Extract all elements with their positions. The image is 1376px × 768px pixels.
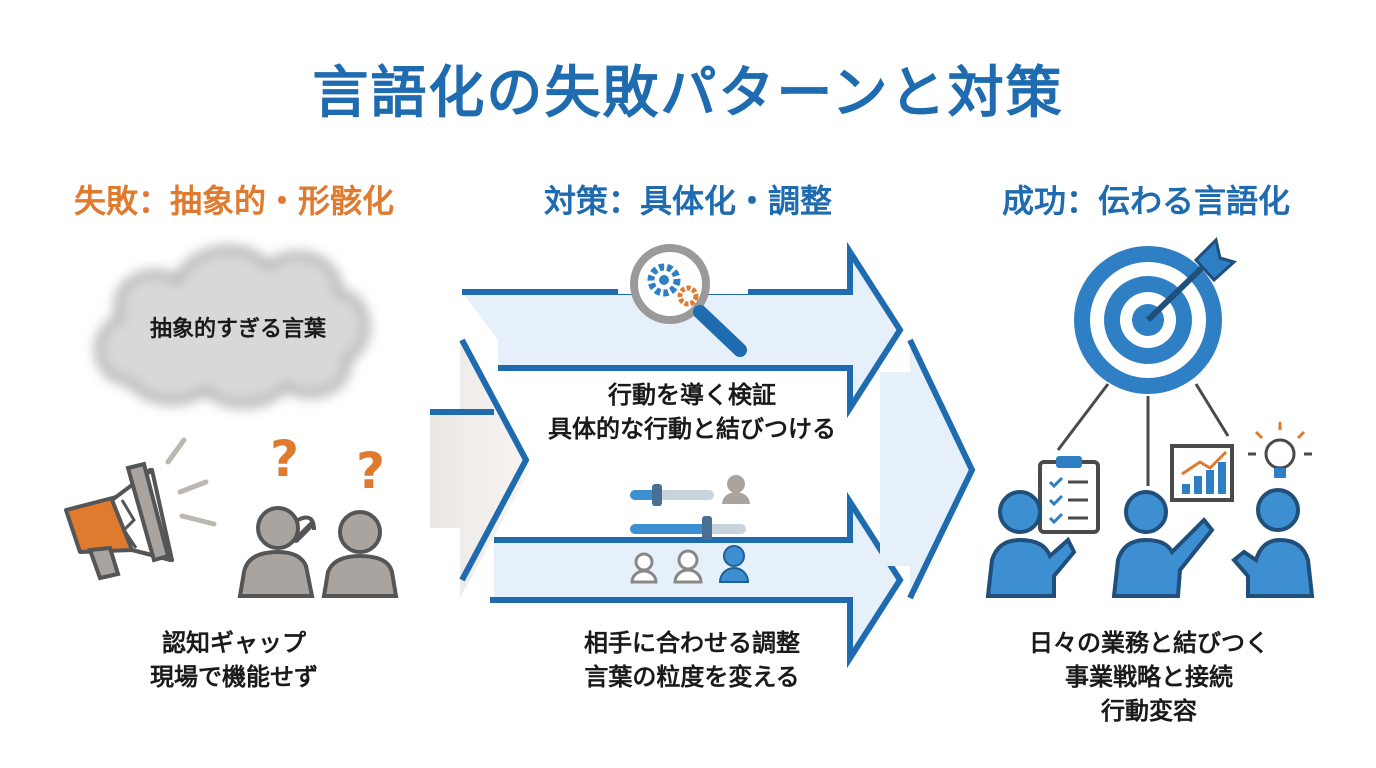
person-icon [321,510,399,598]
upper-arrow [459,241,904,582]
megaphone-icon [64,437,217,581]
success-caption-line: 日々の業務と結びつく [1029,629,1269,657]
magnifier-gears-icon [618,244,748,357]
target-arrow-icon [1074,237,1238,394]
failure-caption-line: 認知ギャップ [162,629,306,657]
cloud-label: 抽象的すぎる言葉 [149,317,326,342]
success-caption-line: 事業戦略と接続 [1065,663,1233,691]
upper-caption-line: 具体的な行動と結びつける [548,415,836,443]
confused-person-icon [237,506,316,598]
success-heading: 成功：伝わる言語化 [1001,182,1290,220]
page-title: 言語化の失敗パターンと対策 [312,61,1064,126]
lower-caption-line: 相手に合わせる調整 [584,629,800,657]
failure-to-countermeasure-arrow [430,340,530,598]
countermeasure-to-success-arrow [880,338,976,600]
growth-chart-icon [1170,444,1234,502]
failure-heading: 失敗：抽象的・形骸化 [73,182,394,220]
failure-caption: 認知ギャップ 現場で機能せず [114,626,354,694]
sliders-people-icon [630,475,750,584]
upper-caption: 行動を導く検証 具体的な行動と結びつける [532,378,852,446]
lightbulb-icon [1248,422,1312,478]
clipboard-checklist-icon [1038,456,1100,534]
lower-caption: 相手に合わせる調整 言葉の粒度を変える [552,626,832,694]
cloud-icon [95,246,370,408]
question-mark-icon: ? [356,442,386,500]
team-icon [985,488,1315,598]
lower-caption-line: 言葉の粒度を変える [584,663,800,691]
failure-caption-line: 現場で機能せず [150,663,318,691]
upper-caption-line: 行動を導く検証 [608,381,776,409]
success-caption: 日々の業務と結びつく 事業戦略と接続 行動変容 [1004,626,1294,728]
target-connector-lines [1056,383,1230,486]
countermeasure-heading: 対策：具体化・調整 [543,182,832,220]
success-caption-line: 行動変容 [1101,697,1197,725]
question-mark-icon: ? [270,430,300,488]
